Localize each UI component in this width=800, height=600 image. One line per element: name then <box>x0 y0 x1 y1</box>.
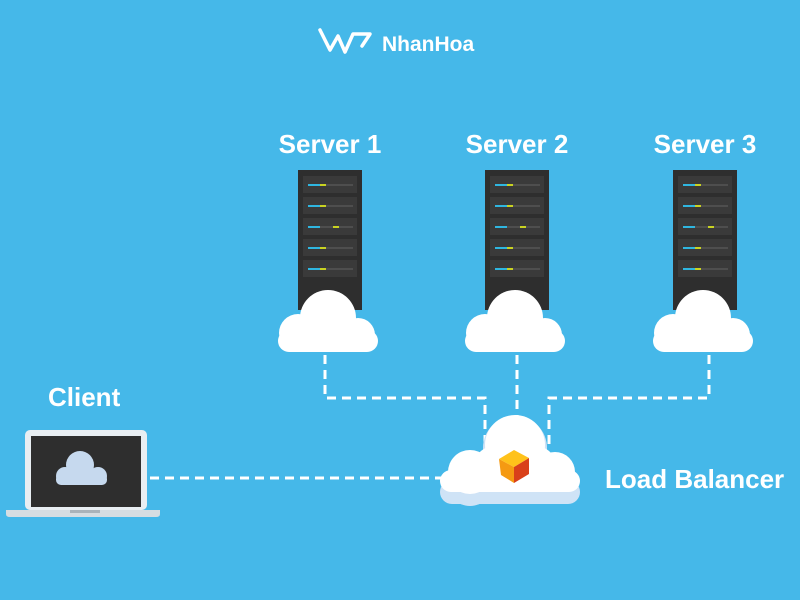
server-rack-icon <box>485 170 549 310</box>
server-3[interactable]: Server 3 <box>653 129 756 352</box>
server-1[interactable]: Server 1 <box>278 129 381 352</box>
cloud-icon <box>465 290 565 352</box>
connection-lines <box>150 355 711 480</box>
server-label: Server 3 <box>654 129 757 159</box>
server-rack-icon <box>673 170 737 310</box>
server-label: Server 1 <box>279 129 382 159</box>
client-label: Client <box>48 382 121 412</box>
server-label: Server 2 <box>466 129 569 159</box>
server-rack-icon <box>298 170 362 310</box>
nhanhoa-logo: NhanHoa <box>318 28 474 56</box>
client-node[interactable]: Client <box>6 382 160 517</box>
load-balancer-node[interactable]: Load Balancer <box>440 415 784 506</box>
brand-name: NhanHoa <box>382 33 474 56</box>
cloud-icon <box>653 290 753 352</box>
laptop-icon <box>6 430 160 517</box>
logo-mark-icon <box>318 28 372 54</box>
cube-icon <box>499 450 529 483</box>
cloud-icon <box>278 290 378 352</box>
cloud-icon <box>56 451 107 485</box>
server-2[interactable]: Server 2 <box>465 129 568 352</box>
load-balancer-label: Load Balancer <box>605 464 784 494</box>
